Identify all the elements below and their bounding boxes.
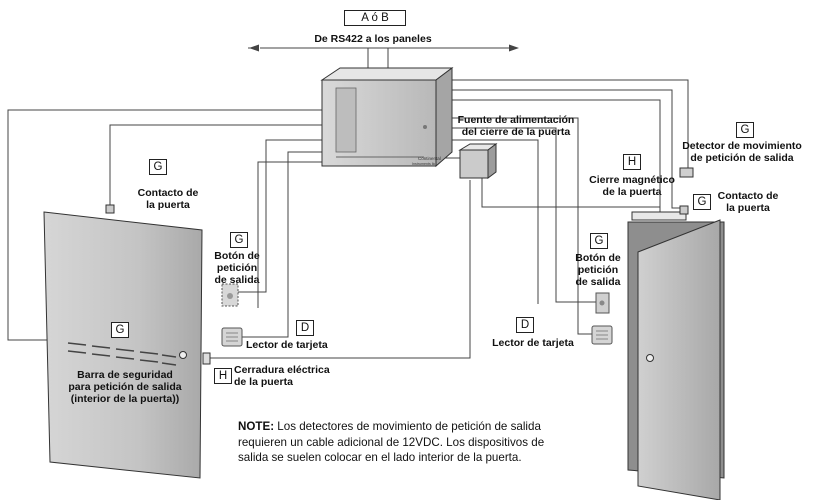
- power-supply-box: [458, 143, 498, 179]
- tag-strike: H: [214, 368, 232, 384]
- label-motion: Detector de movimiento de petición de sa…: [682, 140, 802, 164]
- right-card-reader: [591, 325, 613, 345]
- right-exit-button: [595, 292, 610, 314]
- label-contact-left: Contacto de la puerta: [137, 187, 199, 211]
- motion-detector: [679, 167, 694, 178]
- rs422-arrow: [248, 44, 519, 70]
- label-power-supply: Fuente de alimentación del cierre de la …: [457, 114, 575, 138]
- control-panel: [320, 67, 454, 168]
- left-card-reader: [221, 327, 243, 347]
- right-door: [627, 219, 725, 500]
- left-door: [43, 211, 203, 479]
- wiring-note: NOTE: Los detectores de movimiento de pe…: [238, 419, 558, 466]
- note-text: Los detectores de movimiento de petición…: [238, 420, 545, 464]
- right-door-contact: [679, 205, 689, 215]
- left-exit-button: [221, 283, 239, 307]
- tag-exit-button-right: G: [590, 233, 608, 249]
- panel-brand-sub: Instruments llc: [412, 162, 435, 166]
- mag-lock: [631, 211, 687, 221]
- label-strike: Cerradura eléctrica de la puerta: [234, 364, 330, 388]
- label-contact-right: Contacto de la puerta: [717, 190, 779, 214]
- left-door-contact: [105, 204, 115, 214]
- electric-strike: [202, 352, 211, 365]
- tag-contact-right: G: [693, 194, 711, 210]
- tag-reader-left: D: [296, 320, 314, 336]
- label-bar: Barra de seguridad para petición de sali…: [68, 369, 182, 405]
- tag-bar: G: [111, 322, 129, 338]
- tag-motion: G: [736, 122, 754, 138]
- label-reader-left: Lector de tarjeta: [246, 339, 328, 351]
- push-bar: [67, 342, 177, 366]
- tag-reader-right: D: [516, 317, 534, 333]
- note-prefix: NOTE:: [238, 420, 275, 433]
- panel-tag-box: A ó B: [344, 10, 406, 26]
- label-reader-right: Lector de tarjeta: [492, 337, 574, 349]
- label-exit-button-right: Botón de petición de salida: [575, 252, 621, 288]
- tag-exit-button-left: G: [230, 232, 248, 248]
- label-exit-button-left: Botón de petición de salida: [214, 250, 260, 286]
- label-maglock: Cierre magnético de la puerta: [589, 174, 675, 198]
- panel-brand: Continental: [418, 156, 441, 161]
- rs422-title: De RS422 a los paneles: [314, 33, 432, 45]
- tag-contact-left: G: [149, 159, 167, 175]
- tag-maglock: H: [623, 154, 641, 170]
